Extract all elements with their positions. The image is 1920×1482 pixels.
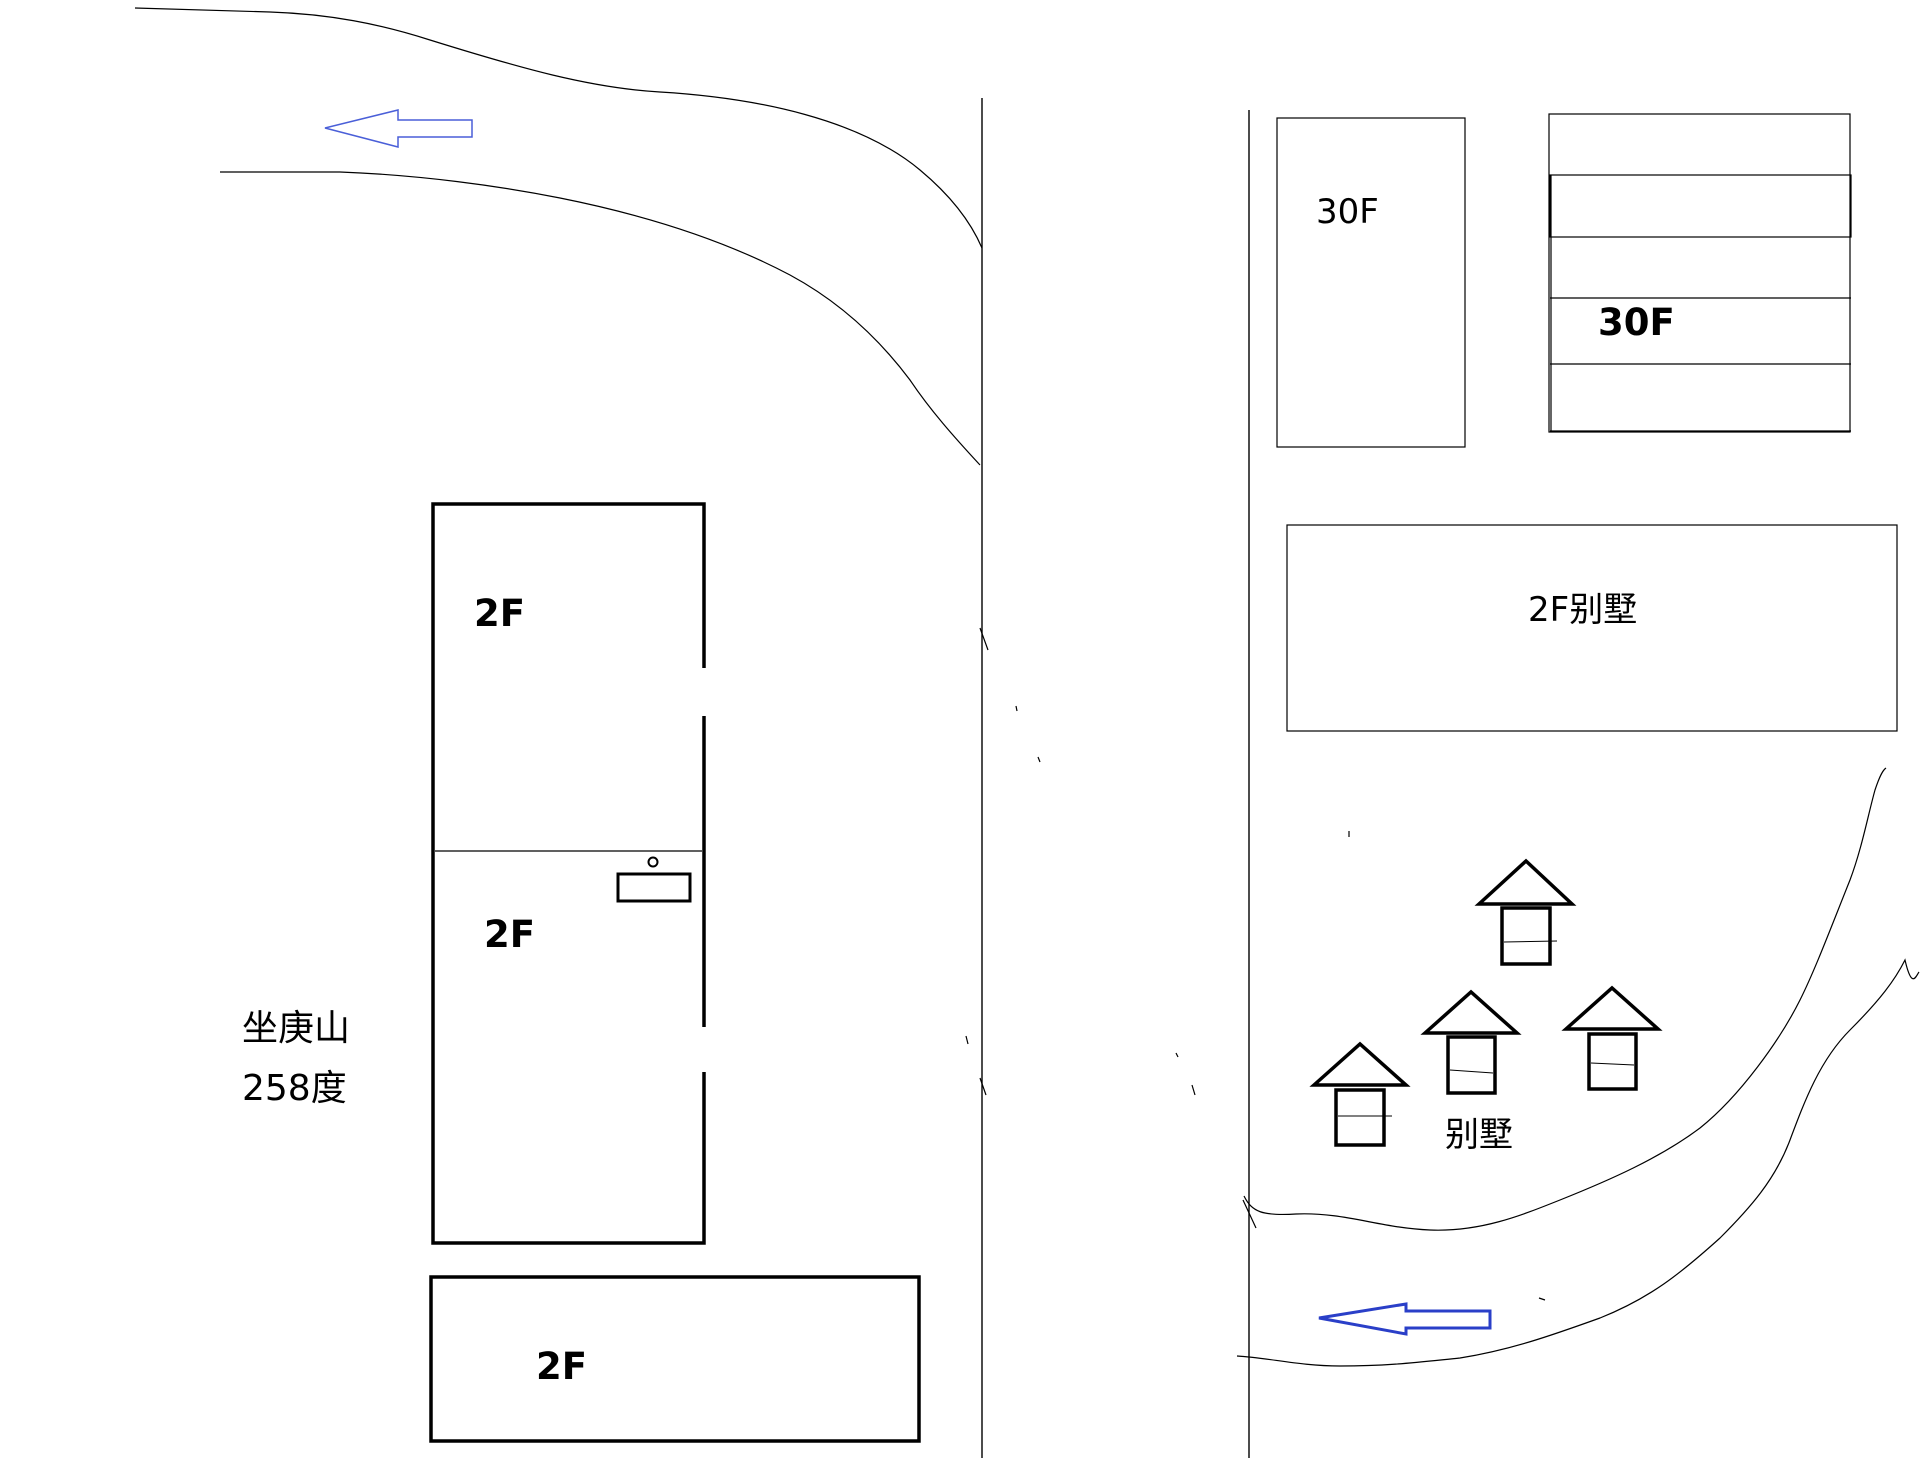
- house-icon: [1420, 989, 1522, 1095]
- tower-right-label: 30F: [1598, 301, 1675, 344]
- left-building-outline: [431, 502, 706, 1245]
- flow-arrow-bottom: [1318, 1302, 1492, 1336]
- tower-left-outline: [1276, 117, 1466, 448]
- left-building-mid-label: 2F: [484, 913, 535, 956]
- entrance-door-icon: [616, 872, 692, 903]
- villa-cluster: [1309, 858, 1663, 1147]
- tower-left-label: 30F: [1316, 192, 1379, 232]
- house-icon: [1561, 985, 1663, 1091]
- tower-right-outline: [1548, 113, 1851, 433]
- river-bottom-upper-edge: [1243, 767, 1887, 1231]
- river-top-lower-edge: [220, 171, 981, 466]
- entrance-dot-icon: [647, 856, 659, 868]
- road-specks: [965, 627, 1546, 1301]
- mountain-direction-label-1: 坐庚山: [242, 1008, 350, 1049]
- left-arrow-icon: [324, 109, 473, 148]
- tower-right-band-1: [1549, 174, 1852, 238]
- villa-block-label: 2F别墅: [1528, 590, 1637, 630]
- mountain-direction-label-2: 258度: [242, 1068, 347, 1109]
- flow-arrow-top: [324, 109, 473, 148]
- left-arrow-icon: [1318, 1302, 1492, 1336]
- left-building: [431, 502, 706, 1245]
- left-building-top-label: 2F: [474, 592, 525, 635]
- house-icon: [1474, 858, 1577, 966]
- river-bottom-lower-edge: [1236, 958, 1920, 1367]
- villa-block-outline: [1286, 524, 1898, 732]
- entrance-marker: [616, 856, 692, 903]
- river-top-upper-edge: [134, 7, 983, 249]
- house-icon: [1309, 1041, 1411, 1147]
- bottom-left-building-label: 2F: [536, 1345, 587, 1388]
- tower-right: [1548, 113, 1852, 433]
- bottom-left-building: [429, 1275, 921, 1443]
- villa-cluster-label: 别墅: [1445, 1115, 1513, 1155]
